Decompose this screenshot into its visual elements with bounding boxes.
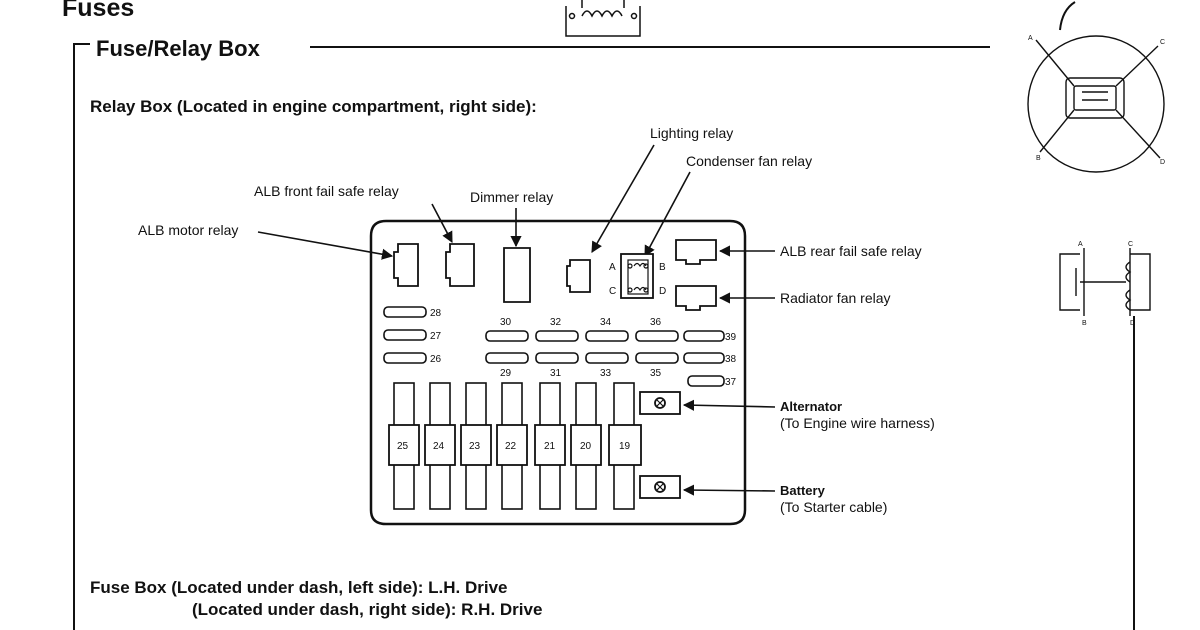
- battery-terminal: [639, 475, 681, 499]
- small-fuses-rows: [485, 330, 679, 364]
- schematic-pin-c: C: [1128, 241, 1133, 248]
- radiator-fan-relay: [675, 285, 717, 311]
- fuse-label-21: 21: [544, 441, 556, 452]
- alternator-terminal: [639, 391, 681, 415]
- top-relay-symbol-fragment: [565, 0, 641, 37]
- fuse-label-32: 32: [550, 317, 562, 328]
- section-title: Fuse/Relay Box: [96, 36, 261, 61]
- circle-pin-c: C: [1160, 39, 1165, 46]
- page-title: Fuses: [62, 0, 134, 22]
- fuse-label-28: 28: [430, 308, 442, 319]
- relay-box-heading: Relay Box (Located in engine compartment…: [90, 97, 537, 116]
- pin-letter-c: C: [609, 286, 616, 297]
- fuse-box-line-1: Fuse Box (Located under dash, left side)…: [90, 578, 508, 597]
- alb-motor-relay-label: ALB motor relay: [138, 222, 238, 238]
- fuse-label-30: 30: [500, 317, 512, 328]
- alb-motor-relay: [393, 243, 419, 287]
- fuse-label-31: 31: [550, 368, 562, 379]
- alternator-title: Alternator: [780, 399, 842, 414]
- relay-schematic: [1059, 248, 1151, 630]
- fuse-label-37: 37: [725, 377, 737, 388]
- alb-rear-fail-safe-relay-label: ALB rear fail safe relay: [780, 243, 922, 259]
- fuse-label-22: 22: [505, 441, 517, 452]
- dimmer-relay: [503, 247, 531, 303]
- condenser-relay-detail: [627, 259, 649, 295]
- fuse-label-33: 33: [600, 368, 612, 379]
- fuse-label-25: 25: [397, 441, 409, 452]
- battery-note: (To Starter cable): [780, 499, 887, 515]
- fuse-label-34: 34: [600, 317, 612, 328]
- alternator-note: (To Engine wire harness): [780, 415, 935, 431]
- fuse-label-19: 19: [619, 441, 631, 452]
- alb-front-fail-safe-relay: [445, 243, 475, 287]
- section-frame: [73, 43, 990, 630]
- radiator-fan-relay-label: Radiator fan relay: [780, 290, 891, 306]
- small-fuses-left: [383, 306, 427, 364]
- fuse-label-39: 39: [725, 332, 737, 343]
- lighting-relay-label: Lighting relay: [650, 125, 733, 141]
- alb-front-fail-safe-relay-label: ALB front fail safe relay: [254, 183, 399, 199]
- schematic-pin-b: B: [1082, 320, 1087, 327]
- relays-group: [393, 239, 717, 311]
- pin-letter-d: D: [659, 286, 666, 297]
- small-fuses-right: [683, 330, 725, 387]
- lighting-relay: [566, 259, 591, 293]
- pin-letter-b: B: [659, 262, 666, 273]
- fuse-label-20: 20: [580, 441, 592, 452]
- relay-box-outline: [369, 219, 747, 526]
- fuse-box-line-2: (Located under dash, right side): R.H. D…: [192, 600, 542, 619]
- battery-title: Battery: [780, 483, 826, 498]
- circle-pin-d: D: [1160, 159, 1165, 166]
- fuse-label-29: 29: [500, 368, 512, 379]
- circle-pin-a: A: [1028, 35, 1033, 42]
- fuse-label-24: 24: [433, 441, 445, 452]
- fuse-label-27: 27: [430, 331, 442, 342]
- leader-lines: [257, 144, 776, 496]
- relay-connector-circle: [1027, 1, 1165, 173]
- schematic-pin-d: D: [1130, 320, 1135, 327]
- fuse-label-23: 23: [469, 441, 481, 452]
- fuse-label-35: 35: [650, 368, 662, 379]
- large-fuse-bodies: [388, 424, 642, 466]
- dimmer-relay-label: Dimmer relay: [470, 189, 553, 205]
- pin-letter-a: A: [609, 262, 616, 273]
- alb-rear-fail-safe-relay: [675, 239, 717, 265]
- fuse-label-36: 36: [650, 317, 662, 328]
- fuse-label-26: 26: [430, 354, 442, 365]
- schematic-pin-a: A: [1078, 241, 1083, 248]
- fuse-label-38: 38: [725, 354, 737, 365]
- condenser-fan-relay-label: Condenser fan relay: [686, 153, 812, 169]
- circle-pin-b: B: [1036, 155, 1041, 162]
